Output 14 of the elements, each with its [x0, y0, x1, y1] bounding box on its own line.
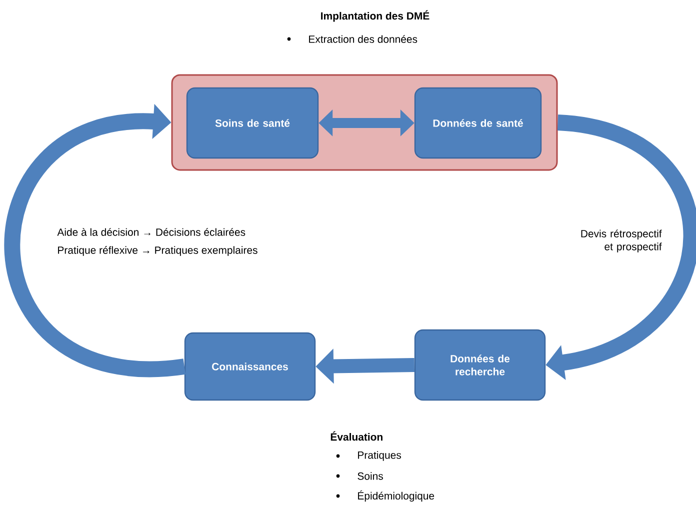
process-box: Données de recherche — [414, 329, 546, 401]
text-label: Soins — [358, 472, 383, 480]
text-label: Extraction des données — [309, 35, 418, 43]
process-box: Données de santé — [414, 87, 542, 159]
text-label: Implantation des DMÉ — [321, 10, 430, 22]
text-label: Pratique réflexive → Pratiques exemplaires — [58, 246, 258, 256]
process-box: Soins de santé — [186, 87, 319, 159]
block-arrow — [4, 104, 185, 376]
text-label: Évaluation — [330, 431, 382, 441]
text-label: Aide à la décision → Décisions éclairées — [57, 228, 246, 236]
text-label: Épidémiologique — [358, 490, 434, 502]
text-label: Pratiques — [358, 451, 401, 461]
text-label: Devis rétrospectif et prospectif — [581, 230, 662, 252]
process-box: Connaissances — [184, 332, 316, 401]
